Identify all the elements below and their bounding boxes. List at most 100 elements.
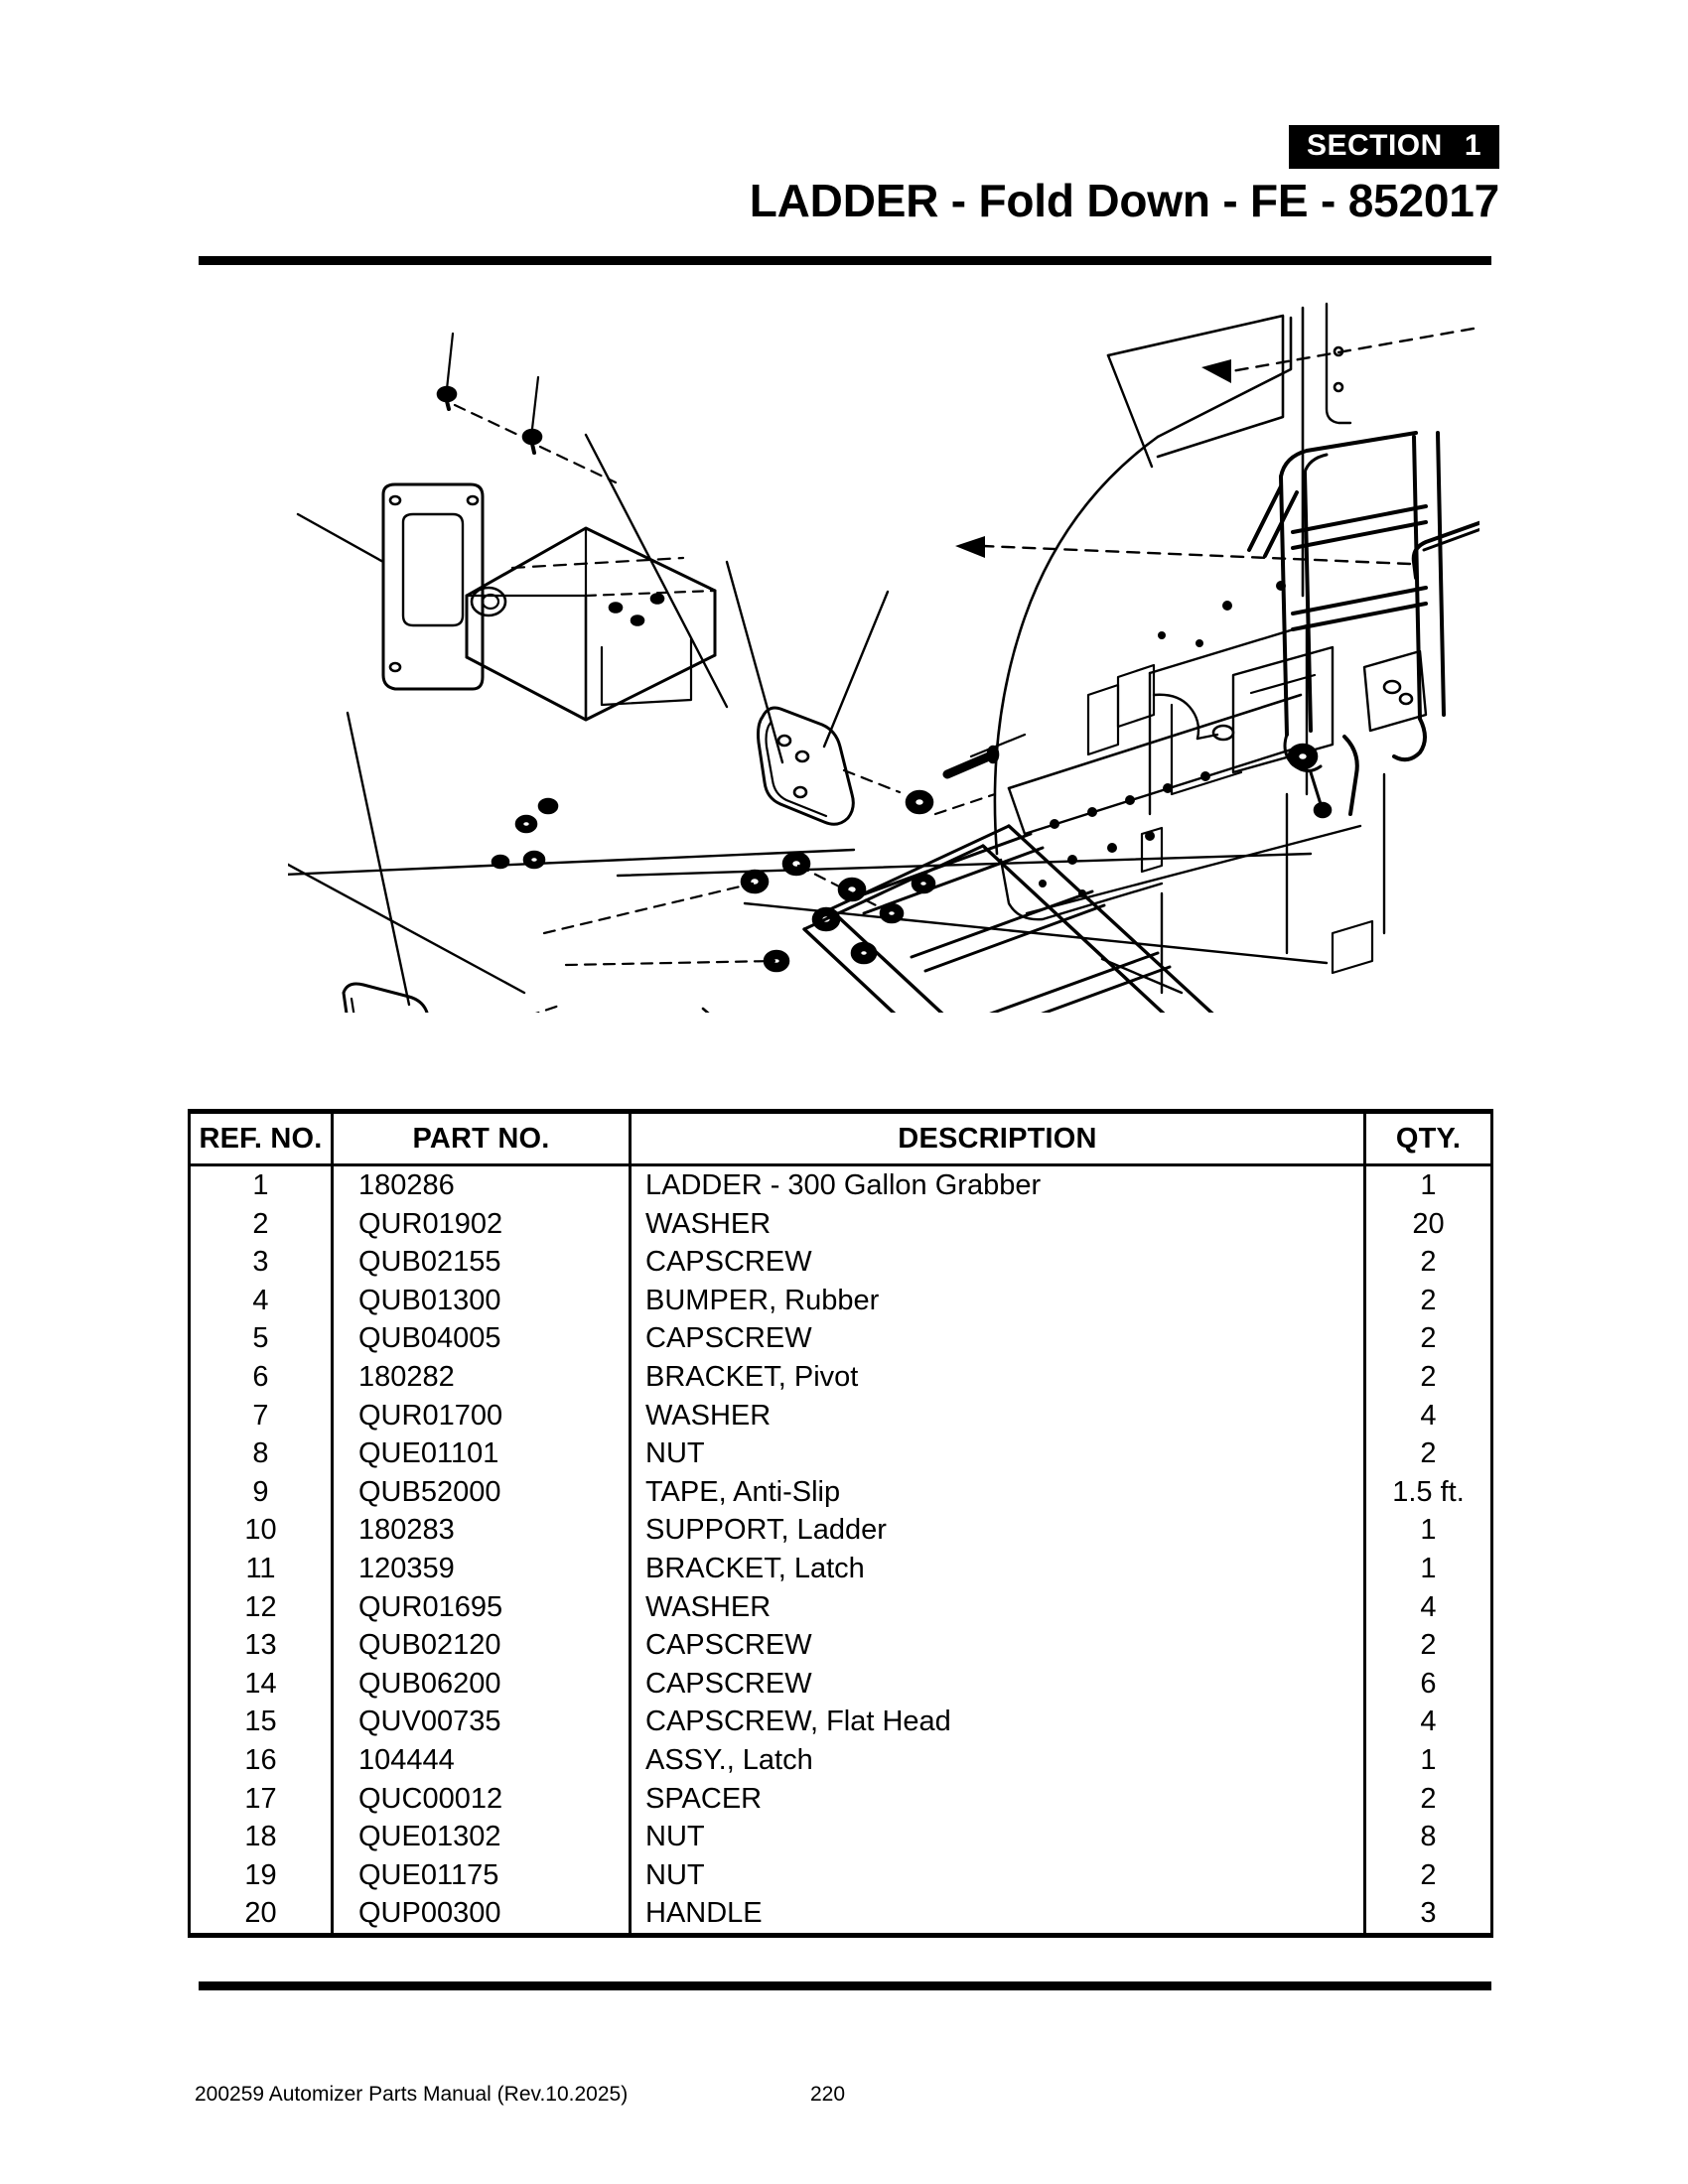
cell-ref-no: 20 bbox=[188, 1894, 334, 1938]
cell-part-no: QUV00735 bbox=[331, 1703, 632, 1741]
cell-part-no: QUE01302 bbox=[331, 1818, 632, 1856]
cell-part-no: QUE01101 bbox=[331, 1434, 632, 1473]
cell-description: ASSY., Latch bbox=[629, 1740, 1366, 1780]
cell-qty: 3 bbox=[1363, 1894, 1493, 1938]
cell-description: WASHER bbox=[629, 1587, 1366, 1627]
cell-part-no: 180286 bbox=[331, 1162, 632, 1205]
cell-qty: 1 bbox=[1363, 1740, 1493, 1780]
cell-part-no: QUE01175 bbox=[331, 1855, 632, 1895]
cell-qty: 2 bbox=[1363, 1626, 1493, 1665]
cell-ref-no: 9 bbox=[188, 1472, 334, 1512]
cell-description: SUPPORT, Ladder bbox=[629, 1511, 1366, 1550]
cell-description: BRACKET, Pivot bbox=[629, 1357, 1366, 1397]
cell-description: SPACER bbox=[629, 1779, 1366, 1819]
section-number: 1 bbox=[1464, 129, 1481, 162]
column-header-qty: QTY. bbox=[1363, 1109, 1493, 1166]
cell-ref-no: 8 bbox=[188, 1434, 334, 1473]
cell-qty: 6 bbox=[1363, 1664, 1493, 1704]
cell-qty: 1 bbox=[1363, 1162, 1493, 1205]
cell-qty: 4 bbox=[1363, 1703, 1493, 1741]
cell-part-no: QUB06200 bbox=[331, 1664, 632, 1704]
cell-ref-no: 11 bbox=[188, 1549, 334, 1588]
cell-part-no: 180282 bbox=[331, 1357, 632, 1397]
cell-qty: 8 bbox=[1363, 1818, 1493, 1856]
cell-ref-no: 2 bbox=[188, 1204, 334, 1244]
column-header-description: DESCRIPTION bbox=[629, 1109, 1366, 1166]
cell-description: HANDLE bbox=[629, 1894, 1366, 1938]
footer-page-number: 220 bbox=[810, 2083, 846, 2106]
cell-ref-no: 13 bbox=[188, 1626, 334, 1665]
cell-qty: 4 bbox=[1363, 1396, 1493, 1435]
cell-part-no: 104444 bbox=[331, 1740, 632, 1780]
cell-description: BUMPER, Rubber bbox=[629, 1281, 1366, 1320]
cell-ref-no: 1 bbox=[188, 1162, 334, 1205]
exploded-parts-diagram bbox=[288, 298, 1479, 1013]
title-divider-rule bbox=[199, 256, 1491, 265]
cell-part-no: QUB02155 bbox=[331, 1243, 632, 1282]
cell-part-no: QUR01695 bbox=[331, 1587, 632, 1627]
cell-qty: 2 bbox=[1363, 1434, 1493, 1473]
cell-description: BRACKET, Latch bbox=[629, 1549, 1366, 1588]
cell-description: CAPSCREW bbox=[629, 1626, 1366, 1665]
cell-ref-no: 10 bbox=[188, 1511, 334, 1550]
cell-ref-no: 7 bbox=[188, 1396, 334, 1435]
cell-qty: 2 bbox=[1363, 1779, 1493, 1819]
page-title: LADDER - Fold Down - FE - 852017 bbox=[749, 175, 1499, 226]
cell-description: LADDER - 300 Gallon Grabber bbox=[629, 1162, 1366, 1205]
cell-part-no: QUB52000 bbox=[331, 1472, 632, 1512]
cell-ref-no: 5 bbox=[188, 1319, 334, 1358]
cell-description: CAPSCREW bbox=[629, 1664, 1366, 1704]
cell-qty: 2 bbox=[1363, 1855, 1493, 1895]
cell-qty: 2 bbox=[1363, 1243, 1493, 1282]
column-header-ref-no: REF. NO. bbox=[188, 1109, 334, 1166]
cell-ref-no: 18 bbox=[188, 1818, 334, 1856]
table-header-row: REF. NO. PART NO. DESCRIPTION QTY. bbox=[188, 1109, 1493, 1166]
cell-description: NUT bbox=[629, 1818, 1366, 1856]
cell-description: TAPE, Anti-Slip bbox=[629, 1472, 1366, 1512]
cell-qty: 2 bbox=[1363, 1357, 1493, 1397]
cell-qty: 20 bbox=[1363, 1204, 1493, 1244]
cell-ref-no: 14 bbox=[188, 1664, 334, 1704]
cell-part-no: QUC00012 bbox=[331, 1779, 632, 1819]
cell-part-no: QUR01700 bbox=[331, 1396, 632, 1435]
cell-qty: 1 bbox=[1363, 1549, 1493, 1588]
cell-part-no: 180283 bbox=[331, 1511, 632, 1550]
page-footer: 200259 Automizer Parts Manual (Rev.10.20… bbox=[195, 2083, 845, 2107]
cell-part-no: QUB02120 bbox=[331, 1626, 632, 1665]
cell-qty: 1.5 ft. bbox=[1363, 1472, 1493, 1512]
cell-ref-no: 4 bbox=[188, 1281, 334, 1320]
cell-ref-no: 6 bbox=[188, 1357, 334, 1397]
cell-part-no: 120359 bbox=[331, 1549, 632, 1588]
cell-ref-no: 15 bbox=[188, 1703, 334, 1741]
column-header-part-no: PART NO. bbox=[331, 1109, 632, 1166]
cell-description: NUT bbox=[629, 1855, 1366, 1895]
cell-description: CAPSCREW, Flat Head bbox=[629, 1703, 1366, 1741]
cell-ref-no: 19 bbox=[188, 1855, 334, 1895]
cell-description: NUT bbox=[629, 1434, 1366, 1473]
cell-description: WASHER bbox=[629, 1204, 1366, 1244]
cell-qty: 1 bbox=[1363, 1511, 1493, 1550]
section-label: SECTION bbox=[1306, 129, 1443, 162]
section-badge: SECTION 1 bbox=[1288, 125, 1499, 169]
